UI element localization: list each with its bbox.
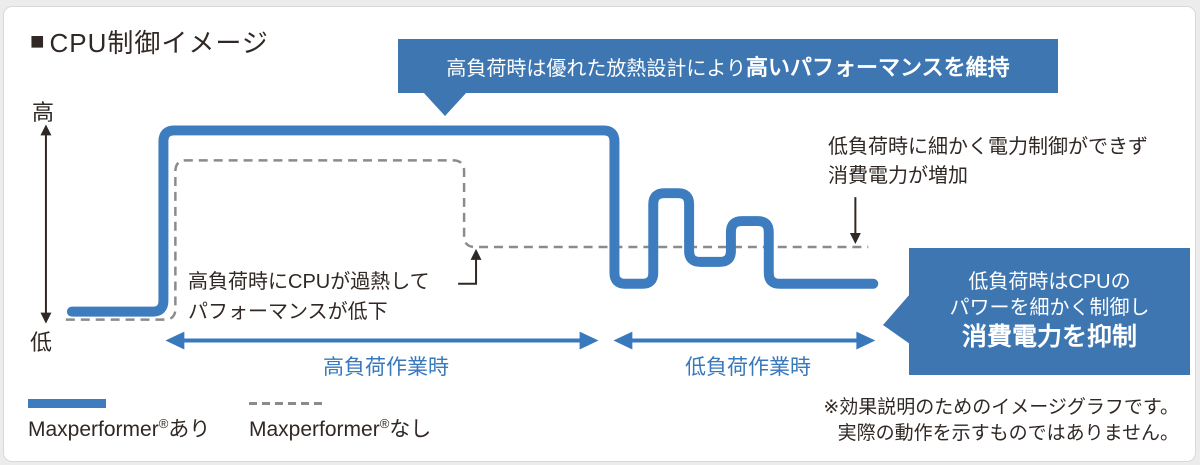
low-load-range-arrow <box>613 331 876 350</box>
annotation-overheat: 高負荷時にCPUが過熱して パフォーマンスが低下 <box>188 267 430 327</box>
registered-mark-icon: ® <box>379 416 390 431</box>
disclaimer-note-line1: ※効果説明のためのイメージグラフです。 <box>823 397 1179 418</box>
page-title-text: CPU制御イメージ <box>49 28 269 58</box>
page-title: ■ CPU制御イメージ <box>30 23 269 60</box>
callout-low-load-line2: パワーを細かく制御し <box>949 297 1150 319</box>
legend-dashed-line-swatch <box>249 402 327 405</box>
callout-low-load-line3: 消費電力を抑制 <box>961 323 1137 351</box>
annotation-overheat-line2: パフォーマンスが低下 <box>188 301 388 323</box>
high-load-range-arrow <box>165 331 599 350</box>
legend-with-suffix: あり <box>168 418 211 441</box>
legend-label-with: Maxperformer®あり <box>28 413 210 443</box>
legend-solid-line-swatch <box>28 399 106 408</box>
title-square-icon: ■ <box>30 27 46 55</box>
callout-high-load-text: 高負荷時は優れた放熱設計により <box>446 57 747 80</box>
annotation-power-increase-line2: 消費電力が増加 <box>828 165 968 187</box>
callout-low-load-line1: 低負荷時はCPUの <box>968 271 1131 293</box>
callout-low-load: 低負荷時はCPUの パワーを細かく制御し 消費電力を抑制 <box>909 248 1190 375</box>
y-axis-double-arrow <box>40 124 52 324</box>
annotation-power-increase-line1: 低負荷時に細かく電力制御ができず <box>828 136 1148 158</box>
series-without-maxperformer-line <box>65 159 869 321</box>
range-label-low-load: 低負荷作業時 <box>685 356 811 379</box>
legend-without-suffix: なし <box>389 418 432 441</box>
axis-label-low: 低 <box>30 330 53 355</box>
annotation-overheat-line1: 高負荷時にCPUが過熱して <box>188 271 430 293</box>
legend-with-brand: Maxperformer <box>28 418 159 441</box>
chart-canvas <box>40 124 879 350</box>
axis-label-high: 高 <box>32 100 55 125</box>
overheat-arrow <box>458 248 482 285</box>
legend-without-brand: Maxperformer <box>249 418 380 441</box>
callout-high-load: 高負荷時は優れた放熱設計により高いパフォーマンスを維持 <box>398 39 1058 93</box>
annotation-power-increase: 低負荷時に細かく電力制御ができず 消費電力が増加 <box>828 133 1148 191</box>
legend-item-without-maxperformer: Maxperformer®なし <box>249 399 431 443</box>
power-increase-arrow <box>849 197 861 244</box>
series-with-maxperformer-line <box>66 125 879 317</box>
legend-label-without: Maxperformer®なし <box>249 413 431 443</box>
figure-panel: ■ CPU制御イメージ 高 低 <box>3 6 1196 462</box>
callout-high-load-bold-text: 高いパフォーマンスを維持 <box>746 55 1010 80</box>
disclaimer-note: ※効果説明のためのイメージグラフです。 実際の動作を示すものではありません。 <box>823 395 1179 447</box>
registered-mark-icon: ® <box>158 416 169 431</box>
range-label-high-load: 高負荷作業時 <box>323 356 449 379</box>
legend-item-with-maxperformer: Maxperformer®あり <box>28 399 210 443</box>
disclaimer-note-line2: 実際の動作を示すものではありません。 <box>837 423 1179 444</box>
